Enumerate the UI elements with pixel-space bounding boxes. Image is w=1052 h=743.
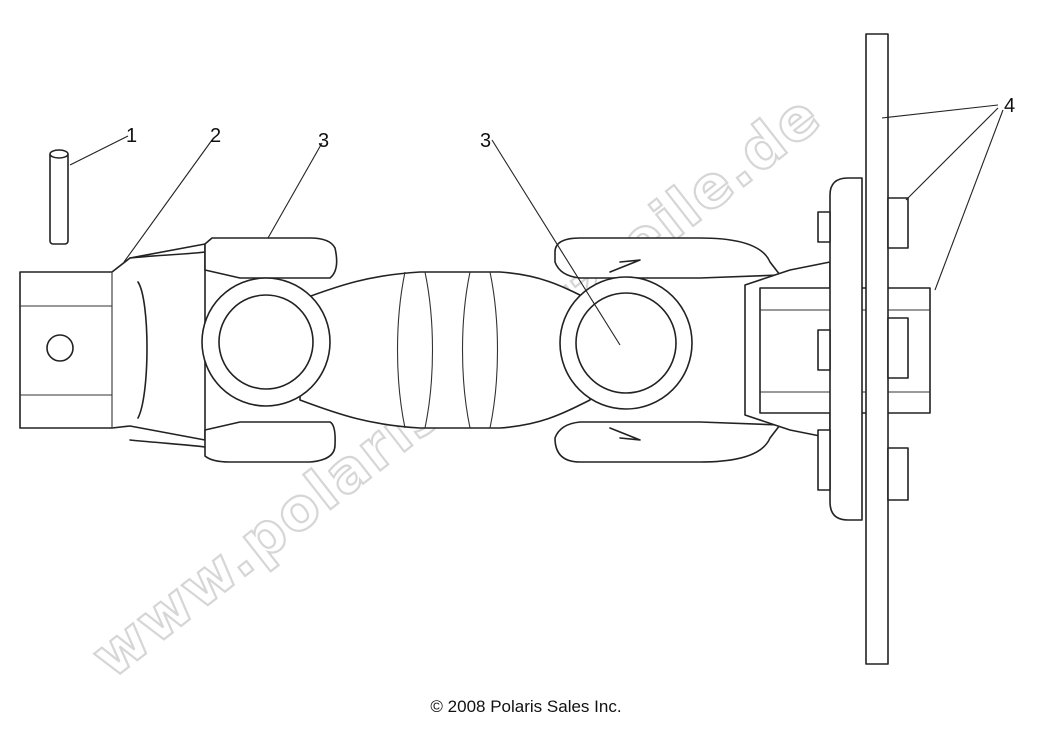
roll-pin [49, 149, 69, 245]
callout-2: 2 [210, 125, 221, 147]
callout-4: 4 [1004, 95, 1015, 117]
left-yoke-ears [204, 237, 338, 463]
callout-3-center: 3 [480, 130, 491, 152]
left-yoke [19, 243, 206, 448]
callout-1: 1 [126, 125, 137, 147]
right-yoke-ears [554, 237, 781, 463]
center-shaft [299, 271, 591, 429]
callout-3-left: 3 [318, 130, 329, 152]
leader-lines [69, 104, 1004, 346]
flange-plate [817, 33, 909, 665]
right-cross-bearing [559, 276, 693, 410]
left-cross-bearing [201, 277, 331, 407]
copyright-notice: © 2008 Polaris Sales Inc. [430, 697, 622, 716]
